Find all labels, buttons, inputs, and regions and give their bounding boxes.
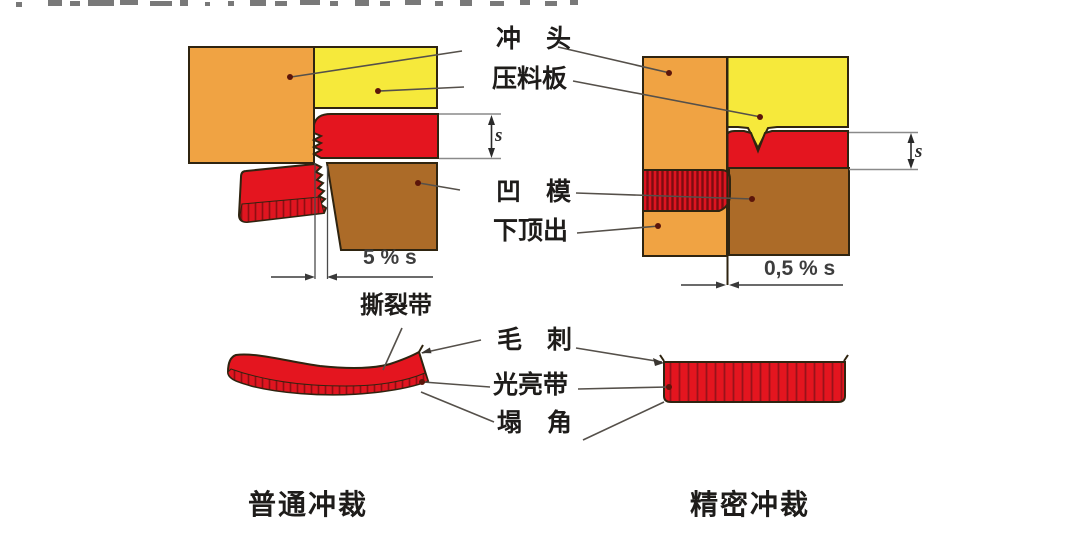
clearance-dimension-right bbox=[681, 281, 843, 289]
thickness-dimension-right bbox=[849, 131, 918, 171]
burr-spike-left-part bbox=[418, 344, 424, 353]
precision-blanked-part bbox=[659, 354, 849, 403]
burr-label: 毛 刺 bbox=[497, 327, 573, 354]
arrow-left-icon bbox=[327, 273, 337, 281]
tear-band-label: 撕裂带 bbox=[360, 293, 432, 319]
arrow-right-icon bbox=[305, 273, 315, 281]
die-right-block bbox=[728, 167, 850, 256]
burr-spike-precision-right bbox=[843, 354, 849, 362]
ordinary-blanked-part bbox=[226, 344, 430, 396]
thickness-s-right: s bbox=[915, 141, 923, 162]
arrow-down-icon bbox=[488, 148, 495, 158]
lower-ejector-label: 下顶出 bbox=[493, 218, 569, 245]
sheet-right bbox=[726, 130, 849, 169]
arrow-right-icon bbox=[716, 281, 726, 289]
blank-holder-left-block bbox=[313, 46, 438, 109]
arrow-up-icon bbox=[907, 133, 915, 143]
die-left-block bbox=[325, 162, 438, 251]
caption-precision-blanking: 精密冲裁 bbox=[690, 490, 811, 521]
bright-band-label: 光亮带 bbox=[493, 372, 569, 399]
die-label: 凹 模 bbox=[496, 179, 572, 206]
arrow-up-icon bbox=[488, 115, 495, 125]
ordinary-blanking-diagram bbox=[188, 46, 439, 251]
thickness-dimension-left bbox=[439, 113, 501, 160]
slug-left-fracture-band bbox=[239, 196, 325, 223]
callout-dots bbox=[287, 70, 763, 390]
slug-right bbox=[642, 169, 731, 212]
clearance-dimension-left bbox=[271, 163, 433, 281]
cropped-text-fragment bbox=[16, 0, 578, 7]
arrow-left-icon bbox=[729, 281, 739, 289]
clearance-value-left: 5 % s bbox=[363, 246, 417, 269]
leader-lines bbox=[290, 46, 762, 441]
sheet-left bbox=[311, 113, 439, 159]
arrow-down-icon bbox=[907, 159, 915, 169]
burr-spike-precision-left bbox=[659, 354, 665, 362]
thickness-s-left: s bbox=[495, 125, 503, 146]
punch-label: 冲 头 bbox=[496, 26, 572, 53]
precision-blanking-diagram bbox=[642, 56, 850, 285]
ordinary-part-fracture-band bbox=[227, 368, 429, 396]
clearance-value-right: 0,5 % s bbox=[764, 257, 836, 280]
precision-part-body bbox=[663, 361, 846, 403]
punch-left-block bbox=[188, 46, 315, 164]
leader-arrowheads bbox=[421, 347, 664, 366]
blank-holder-label: 压料板 bbox=[492, 66, 568, 93]
rollover-label: 塌 角 bbox=[497, 410, 573, 437]
caption-ordinary-blanking: 普通冲裁 bbox=[248, 490, 369, 521]
